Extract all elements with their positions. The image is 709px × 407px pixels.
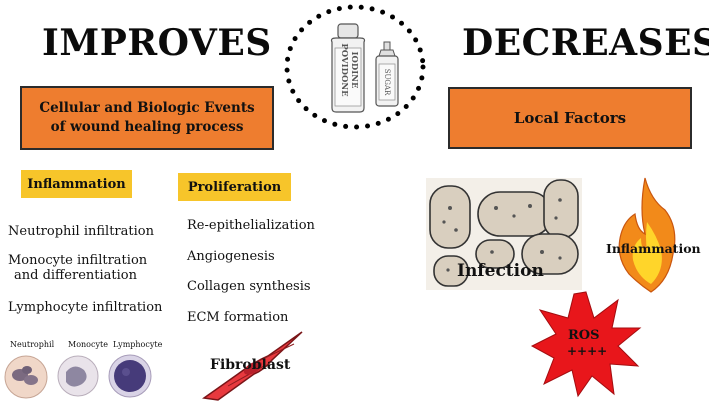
iodine-text: IODINE <box>349 51 359 89</box>
local-factors-box: Local Factors <box>448 87 692 149</box>
monocyte-cell <box>57 355 99 397</box>
cell-label-monocyte: Monocyte <box>68 340 108 349</box>
proliferation-item-reepithelialization: Re-epithelialization <box>187 218 315 233</box>
flame-icon <box>618 177 676 293</box>
blood-cells-image <box>4 354 152 399</box>
inflammation-item-neutrophil: Neutrophil infiltration <box>8 224 154 239</box>
sugar-text: SUGAR <box>383 68 391 96</box>
inflammation-item-differentiation: and differentiation <box>14 268 137 283</box>
decreases-heading: DECREASES <box>462 22 709 64</box>
dotted-circle <box>284 4 426 130</box>
fibroblast-label: Fibroblast <box>210 357 291 373</box>
proliferation-item-ecm: ECM formation <box>187 310 289 325</box>
improves-heading: IMPROVES <box>42 22 272 64</box>
ros-label: ROS <box>568 328 600 343</box>
cellular-events-line1: Cellular and Biologic Events <box>39 100 255 116</box>
inflammation-label: Inflammation <box>21 170 132 198</box>
cell-label-neutrophil: Neutrophil <box>10 340 55 349</box>
infection-label: Infection <box>457 261 544 281</box>
fibroblast-image <box>202 331 303 401</box>
sugar-bottle-icon <box>375 41 399 107</box>
proliferation-item-collagen: Collagen synthesis <box>187 279 311 294</box>
povidone-iodine-bottle-icon <box>330 23 366 113</box>
inflammation-item-lymphocyte: Lymphocyte infiltration <box>8 300 163 315</box>
proliferation-label: Proliferation <box>178 173 291 201</box>
inflammation-item-monocyte: Monocyte infiltration <box>8 253 148 268</box>
cell-label-lymphocyte: Lymphocyte <box>113 340 163 349</box>
proliferation-item-angiogenesis: Angiogenesis <box>187 249 275 264</box>
cellular-events-line2: of wound healing process <box>50 119 244 135</box>
cellular-events-box: Cellular and Biologic Events of wound he… <box>20 86 274 150</box>
ros-starburst-icon <box>530 291 642 398</box>
neutrophil-cell <box>4 355 48 399</box>
inflammation-local-label: Inflammation <box>606 241 701 256</box>
lymphocyte-cell <box>108 354 152 398</box>
ros-plus-label: ++++ <box>567 344 608 358</box>
infection-bacteria-image <box>426 178 582 290</box>
povidone-text: POVIDONE <box>339 43 349 97</box>
